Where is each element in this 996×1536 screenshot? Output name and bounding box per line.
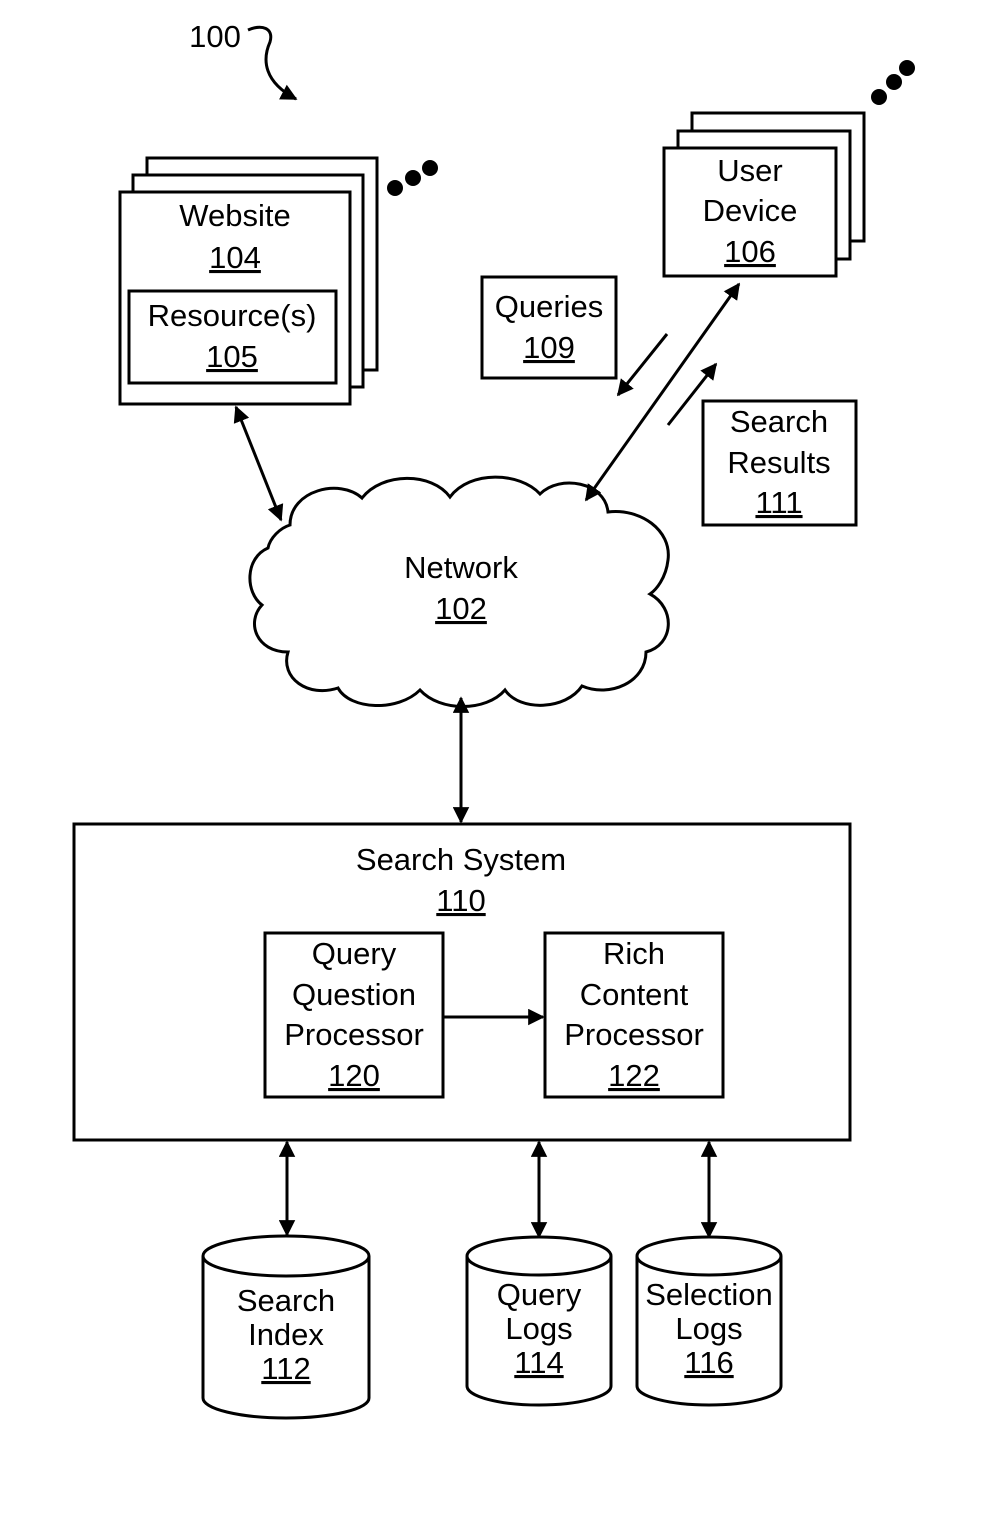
search-system-box: Search System 110 <box>72 822 852 1142</box>
query-logs-cylinder: Query Logs 114 <box>465 1235 613 1407</box>
queries-ref: 109 <box>523 330 575 365</box>
user-device-stack: User Device 106 <box>662 111 866 278</box>
query-logs-line2: Logs <box>505 1311 572 1346</box>
qqp-line2: Question <box>292 977 416 1012</box>
search-results-line2: Results <box>727 445 830 480</box>
website-ellipsis <box>387 160 438 196</box>
search-index-line2: Index <box>248 1317 324 1352</box>
queries-direction-arrow <box>616 333 669 397</box>
user-device-ref: 106 <box>724 234 776 269</box>
network-ref: 102 <box>435 591 487 626</box>
user-device-ellipsis <box>871 60 915 105</box>
website-ref: 104 <box>209 240 261 275</box>
website-title: Website <box>179 198 290 233</box>
search-results-line1: Search <box>730 404 828 439</box>
qqp-ref: 120 <box>328 1058 380 1093</box>
selection-logs-cylinder: Selection Logs 116 <box>635 1235 783 1407</box>
user-device-line2: Device <box>703 193 798 228</box>
rcp-line3: Processor <box>564 1017 704 1052</box>
search-system-title: Search System <box>356 842 566 877</box>
search-index-cylinder: Search Index 112 <box>201 1234 371 1420</box>
query-logs-line1: Query <box>497 1277 582 1312</box>
qqp-line1: Query <box>312 936 397 971</box>
user-device-box <box>662 146 838 278</box>
rcp-line2: Content <box>580 977 689 1012</box>
selection-logs-line1: Selection <box>645 1277 773 1312</box>
resources-box <box>127 289 338 385</box>
queries-box: Queries 109 <box>480 275 618 380</box>
search-results-ref: 111 <box>755 485 802 520</box>
figure-ref-label: 100 <box>189 19 241 54</box>
rcp-line1: Rich <box>603 936 665 971</box>
network-cloud: Network 102 <box>248 475 670 708</box>
rich-content-processor-box: Rich Content Processor 122 <box>543 931 725 1099</box>
search-system-ref: 110 <box>436 883 485 918</box>
query-logs-ref: 114 <box>514 1345 563 1380</box>
selection-logs-line2: Logs <box>675 1311 742 1346</box>
search-index-line1: Search <box>237 1283 335 1318</box>
queries-title: Queries <box>495 289 604 324</box>
website-stack: Website 104 Resource(s) 105 <box>118 156 379 406</box>
userdevice-network-connector <box>584 282 741 502</box>
rcp-ref: 122 <box>608 1058 660 1093</box>
qqp-line3: Processor <box>284 1017 424 1052</box>
search-index-ref: 112 <box>261 1351 310 1386</box>
figure-ref-arrow <box>247 25 298 101</box>
resources-ref: 105 <box>206 339 258 374</box>
resources-title: Resource(s) <box>148 298 317 333</box>
search-results-box: Search Results 111 <box>701 399 858 527</box>
user-device-line1: User <box>717 153 782 188</box>
network-title: Network <box>404 550 518 585</box>
website-network-connector <box>233 405 284 522</box>
selection-logs-ref: 116 <box>684 1345 733 1380</box>
query-question-processor-box: Query Question Processor 120 <box>263 931 445 1099</box>
